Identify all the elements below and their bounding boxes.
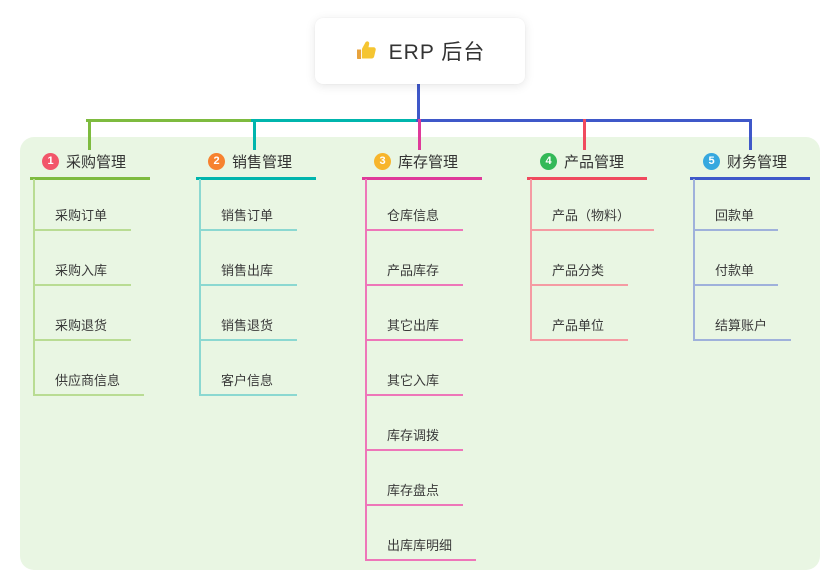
branches-panel <box>20 137 820 570</box>
child-underline <box>530 229 654 231</box>
child-node-label[interactable]: 客户信息 <box>221 373 274 388</box>
child-underline <box>365 504 463 506</box>
branch-label-text: 产品管理 <box>564 154 625 171</box>
child-underline <box>530 339 628 341</box>
child-underline <box>33 339 131 341</box>
child-node-label[interactable]: 产品（物料） <box>552 208 631 223</box>
child-underline <box>693 339 791 341</box>
branch-node-5[interactable]: 5 财务管理 <box>703 151 787 172</box>
child-underline <box>199 284 297 286</box>
branch-label-text: 销售管理 <box>232 154 293 171</box>
child-underline <box>365 449 463 451</box>
branch-node-3[interactable]: 3 库存管理 <box>374 151 458 172</box>
child-node-label[interactable]: 付款单 <box>715 263 755 278</box>
root-connector-line <box>416 84 420 122</box>
child-node-label[interactable]: 采购订单 <box>55 208 108 223</box>
bus-segment-branch-2 <box>251 119 419 122</box>
branch-number-badge: 1 <box>42 153 59 170</box>
branch-underline-1 <box>30 177 150 180</box>
branch-column-line-5 <box>693 179 695 341</box>
child-node-label[interactable]: 销售出库 <box>221 263 274 278</box>
branch-node-4[interactable]: 4 产品管理 <box>540 151 624 172</box>
child-node-label[interactable]: 库存调拨 <box>387 428 440 443</box>
child-underline <box>365 339 463 341</box>
child-node-label[interactable]: 销售退货 <box>221 318 274 333</box>
branch-label-text: 库存管理 <box>398 154 459 171</box>
branch-column-line-3 <box>365 179 367 561</box>
child-node-label[interactable]: 结算账户 <box>715 318 768 333</box>
child-node-label[interactable]: 其它出库 <box>387 318 440 333</box>
child-underline <box>33 394 144 396</box>
branch-underline-3 <box>362 177 482 180</box>
branch-number-badge: 3 <box>374 153 391 170</box>
child-node-label[interactable]: 产品单位 <box>552 318 605 333</box>
branch-column-line-4 <box>530 179 532 341</box>
child-underline <box>693 229 778 231</box>
child-underline <box>693 284 778 286</box>
branch-number-badge: 4 <box>540 153 557 170</box>
bus-segment-branch-1 <box>86 119 254 122</box>
branch-node-1[interactable]: 1 采购管理 <box>42 151 126 172</box>
child-node-label[interactable]: 出库库明细 <box>387 538 453 553</box>
child-underline <box>199 394 297 396</box>
branch-node-2[interactable]: 2 销售管理 <box>208 151 292 172</box>
drop-line-branch-2 <box>253 119 256 150</box>
root-node[interactable]: ERP 后台 <box>315 18 525 84</box>
drop-line-branch-4 <box>583 119 586 150</box>
root-label: ERP 后台 <box>388 41 486 64</box>
child-underline <box>33 284 131 286</box>
child-underline <box>365 284 463 286</box>
branch-number-badge: 5 <box>703 153 720 170</box>
branch-column-line-1 <box>33 179 35 396</box>
child-node-label[interactable]: 其它入库 <box>387 373 440 388</box>
child-node-label[interactable]: 采购退货 <box>55 318 108 333</box>
child-node-label[interactable]: 销售订单 <box>221 208 274 223</box>
branch-underline-4 <box>527 177 647 180</box>
child-node-label[interactable]: 产品库存 <box>387 263 440 278</box>
child-node-label[interactable]: 仓库信息 <box>387 208 440 223</box>
branch-label-text: 采购管理 <box>66 154 127 171</box>
thumbs-up-icon <box>355 39 379 63</box>
drop-line-branch-5 <box>749 119 752 150</box>
branch-column-line-2 <box>199 179 201 396</box>
child-underline <box>199 339 297 341</box>
child-underline <box>365 559 476 561</box>
child-underline <box>33 229 131 231</box>
child-node-label[interactable]: 回款单 <box>715 208 755 223</box>
drop-line-branch-1 <box>88 119 91 150</box>
child-underline <box>199 229 297 231</box>
child-underline <box>365 229 463 231</box>
branch-underline-5 <box>690 177 810 180</box>
child-node-label[interactable]: 供应商信息 <box>55 373 121 388</box>
child-node-label[interactable]: 采购入库 <box>55 263 108 278</box>
branch-underline-2 <box>196 177 316 180</box>
child-underline <box>365 394 463 396</box>
child-node-label[interactable]: 库存盘点 <box>387 483 440 498</box>
branch-number-badge: 2 <box>208 153 225 170</box>
branch-label-text: 财务管理 <box>727 154 788 171</box>
child-underline <box>530 284 628 286</box>
drop-line-branch-3 <box>418 119 421 150</box>
child-node-label[interactable]: 产品分类 <box>552 263 605 278</box>
